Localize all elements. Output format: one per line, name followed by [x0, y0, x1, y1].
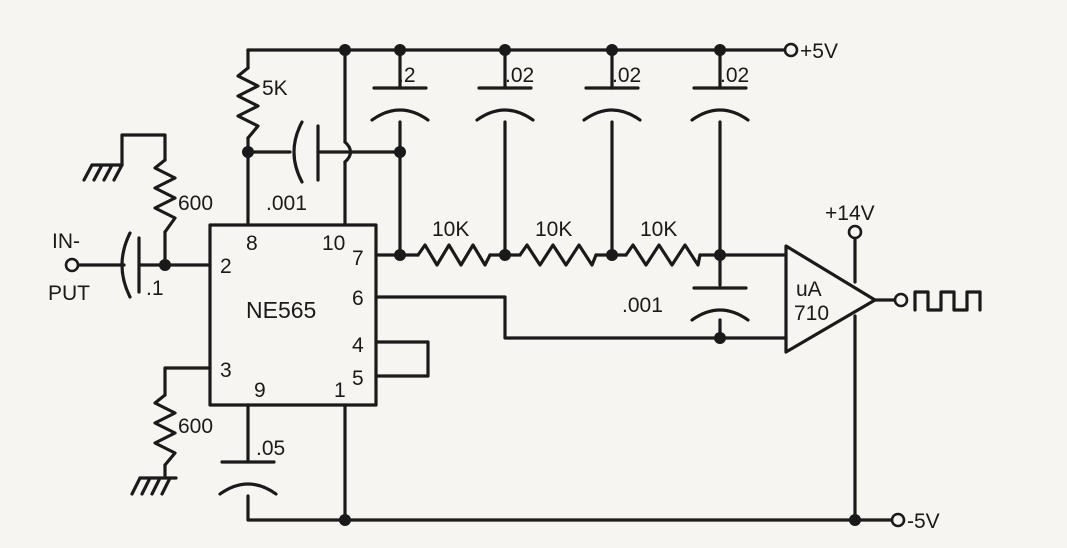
pin-3-label: 3: [220, 359, 232, 382]
capacitor-bypass-2-label: .02: [505, 64, 534, 87]
resistor-10k-1-label: 10K: [432, 218, 469, 241]
positive-supply-terminal: [783, 42, 799, 58]
capacitor-filter: [690, 286, 750, 322]
wire-pin6-comparator: [374, 295, 788, 340]
ground-symbols: [82, 163, 178, 496]
capacitor-pin9: [218, 460, 278, 496]
pin-4-label: 4: [352, 334, 364, 357]
capacitor-input-label: .1: [146, 277, 164, 300]
capacitor-bypass-3: [582, 86, 642, 122]
junctions: [159, 44, 861, 526]
pin-9-label: 9: [254, 379, 266, 402]
resistor-10k-2: [518, 243, 598, 267]
capacitor-001-coupling: [292, 120, 320, 184]
resistor-600-input-label: 600: [178, 192, 213, 215]
capacitor-001-coupling-label: .001: [266, 192, 307, 215]
positive-supply-label: +5V: [800, 40, 838, 63]
ground-icon: [130, 476, 178, 496]
resistors: [153, 66, 702, 467]
pin-2-label: 2: [220, 255, 232, 278]
wire-600-bottom: [163, 366, 212, 480]
input-label-line2: PUT: [48, 282, 90, 305]
resistor-10k-3-label: 10K: [640, 218, 677, 241]
wire-pin9-cap: [246, 403, 347, 522]
resistor-600-pin3: [153, 393, 177, 467]
resistor-600-input: [153, 158, 177, 234]
wire-crossover: [343, 140, 353, 164]
capacitor-bypass-1-label: .2: [398, 64, 416, 87]
terminals: [64, 42, 909, 528]
capacitor-filter-label: .001: [622, 294, 663, 317]
wire-pin4-pin5-link: [374, 340, 430, 378]
input-label-line1: IN-: [52, 230, 80, 253]
ground-icon: [82, 163, 124, 182]
negative-supply-label: -5V: [907, 510, 940, 533]
capacitors: [120, 86, 750, 496]
resistor-5k: [236, 66, 260, 140]
resistor-10k-3: [624, 243, 702, 267]
comparator-label-line1: uA: [796, 278, 822, 301]
capacitor-bypass-3-label: .02: [612, 64, 641, 87]
pin-10-label: 10: [322, 232, 345, 255]
resistor-600-pin3-label: 600: [178, 415, 213, 438]
capacitor-input: [120, 231, 141, 299]
capacitor-bypass-1: [370, 86, 430, 122]
pin-5-label: 5: [352, 367, 364, 390]
comparator-label-line2: 710: [794, 302, 829, 325]
pin-8-label: 8: [246, 232, 258, 255]
pin-6-label: 6: [352, 287, 364, 310]
capacitor-pin9-label: .05: [256, 437, 285, 460]
input-terminal: [64, 257, 80, 273]
square-wave-icon: [913, 290, 982, 312]
wires: [76, 48, 897, 522]
output-terminal: [893, 292, 909, 308]
comparator-supply-terminal: [847, 224, 863, 240]
wire-600-top: [120, 133, 167, 267]
resistor-10k-2-label: 10K: [535, 218, 572, 241]
capacitor-bypass-4: [690, 86, 750, 122]
ne565-ic-body: [208, 223, 378, 407]
ic-name-label: NE565: [246, 297, 316, 323]
capacitor-bypass-2: [475, 86, 535, 122]
pin-1-label: 1: [334, 379, 346, 402]
pin-7-label: 7: [352, 247, 364, 270]
comparator-triangle: [784, 244, 877, 354]
capacitor-bypass-4-label: .02: [720, 64, 749, 87]
resistor-10k-1: [416, 243, 492, 267]
negative-supply-terminal: [890, 512, 906, 528]
resistor-5k-label: 5K: [262, 77, 288, 100]
comparator-supply-label: +14V: [825, 202, 875, 225]
